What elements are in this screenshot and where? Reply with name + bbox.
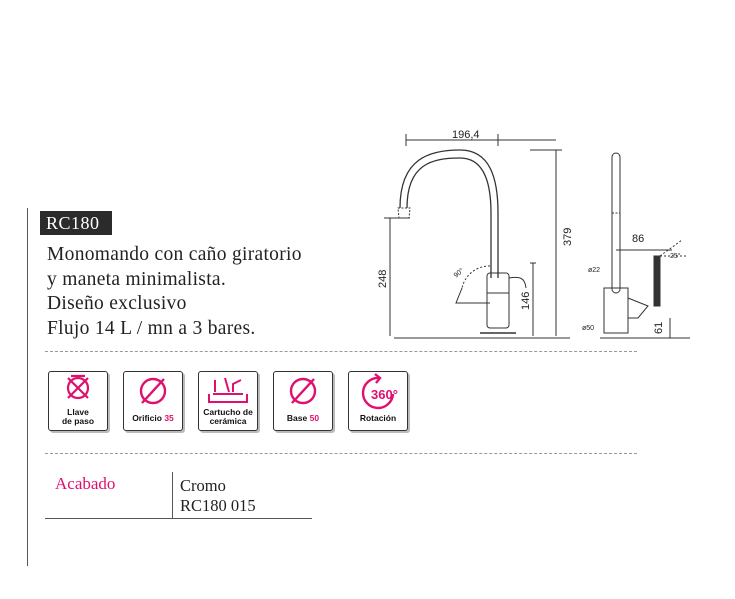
description-line: Diseño exclusivo <box>47 293 187 314</box>
product-description: Monomando con caño giratorio y maneta mi… <box>47 243 302 341</box>
technical-drawing: 196,4 379 248 146 90° 86 25° ø22 ø50 61 <box>377 129 690 339</box>
orificio-icon <box>139 377 167 405</box>
feature-label: de paso <box>61 416 95 426</box>
dim-angle: 90° <box>452 266 465 279</box>
feature-value: 50 <box>309 413 320 423</box>
feature-label: Cartucho de <box>203 407 253 417</box>
feature-rotacion: 360° Rotación <box>348 371 408 431</box>
feature-base: Base 50 <box>273 371 333 431</box>
description-line: Monomando con caño giratorio <box>47 244 302 265</box>
feature-label: Llave <box>67 407 89 417</box>
rotation-badge: 360° <box>371 387 398 402</box>
left-margin-rule <box>27 208 28 566</box>
dim-width: 196,4 <box>452 129 480 141</box>
feature-value: 35 <box>164 413 174 423</box>
side-dim-reach: 86 <box>632 233 644 245</box>
finish-reference: RC180 015 <box>180 496 256 515</box>
section-divider <box>45 453 637 454</box>
section-divider <box>45 351 637 352</box>
dim-body-height: 146 <box>520 292 532 310</box>
base-icon <box>289 377 317 405</box>
feature-label: Rotación <box>359 413 397 423</box>
cartucho-icon <box>208 377 248 403</box>
feature-llave-de-paso: Llave de paso <box>48 371 108 431</box>
model-badge: RC180 <box>40 211 112 235</box>
finish-separator <box>172 472 173 518</box>
side-dim-base-height: 61 <box>653 322 665 334</box>
finish-color: Cromo <box>180 476 226 495</box>
feature-label: Orificio <box>132 413 162 423</box>
feature-cartucho: Cartucho de cerámica <box>198 371 258 431</box>
side-dim-angle: 25° <box>670 252 681 260</box>
rotacion-icon: 360° <box>361 373 398 410</box>
side-dim-diameter-top: ø22 <box>588 267 600 274</box>
description-line: Flujo 14 L / mn a 3 bares. <box>47 317 256 339</box>
finish-label: Acabado <box>55 474 116 493</box>
feature-label: cerámica <box>209 416 247 426</box>
dim-height: 379 <box>562 228 574 246</box>
finish-underline <box>45 518 312 519</box>
side-dim-diameter-base: ø50 <box>582 325 594 332</box>
dim-spout-height: 248 <box>377 270 389 288</box>
description-line: y maneta minimalista. <box>47 268 227 290</box>
feature-orificio: Orificio 35 <box>123 371 183 431</box>
feature-label: Base <box>286 413 308 423</box>
llave-de-paso-icon <box>66 374 90 400</box>
